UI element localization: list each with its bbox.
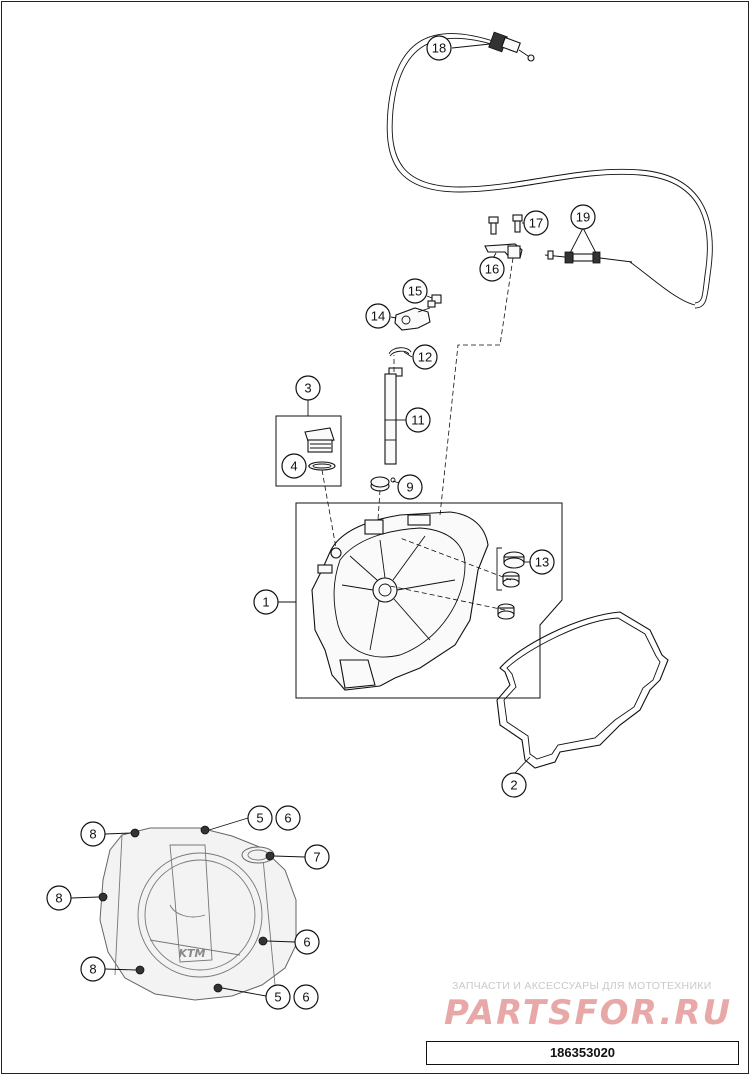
assembly-guide-lines	[321, 257, 514, 611]
part-1-group-box	[295, 502, 563, 699]
cover-view-leaders	[70, 817, 306, 997]
callout-8-middle[interactable]: 8	[46, 885, 72, 911]
svg-text:8: 8	[89, 827, 96, 842]
callout-13[interactable]: 13	[529, 549, 555, 575]
svg-text:1: 1	[262, 595, 269, 610]
part-4-o-ring[interactable]	[308, 461, 336, 471]
svg-text:14: 14	[371, 309, 385, 324]
diagram-number-box: 186353020	[426, 1041, 739, 1065]
part-3-4-group-box	[275, 415, 342, 487]
callout-16[interactable]: 16	[479, 256, 505, 282]
callout-15[interactable]: 15	[402, 278, 428, 304]
callout-6-bottom[interactable]: 6	[293, 984, 319, 1010]
callout-3[interactable]: 3	[295, 375, 321, 401]
part-19-cable-adjuster[interactable]	[544, 250, 633, 264]
svg-text:19: 19	[576, 210, 590, 225]
cover-logo-text: KTM	[179, 947, 206, 960]
svg-text:8: 8	[55, 891, 62, 906]
assembled-cover-view[interactable]: KTM	[98, 825, 297, 1001]
part-14-clutch-lever[interactable]	[394, 307, 431, 331]
part-9-bearing[interactable]	[370, 476, 396, 492]
svg-text:11: 11	[411, 413, 425, 428]
svg-text:5: 5	[274, 990, 281, 1005]
part-18-clutch-cable[interactable]	[386, 31, 713, 309]
watermark-tagline: ЗАПЧАСТИ И АКСЕССУАРЫ ДЛЯ МОТОТЕХНИКИ	[452, 980, 712, 992]
callout-7[interactable]: 7	[304, 844, 330, 870]
callout-11[interactable]: 11	[405, 407, 431, 433]
callout-5-bottom[interactable]: 5	[265, 984, 291, 1010]
callout-6-top[interactable]: 6	[275, 805, 301, 831]
callout-9[interactable]: 9	[397, 474, 423, 500]
callout-5-top[interactable]: 5	[247, 805, 273, 831]
svg-text:3: 3	[304, 381, 311, 396]
callout-18[interactable]: 18	[426, 35, 452, 61]
svg-text:7: 7	[313, 850, 320, 865]
callout-leaders	[278, 43, 597, 774]
part-16-cable-guide[interactable]	[484, 243, 523, 259]
svg-text:16: 16	[485, 262, 499, 277]
callout-14[interactable]: 14	[365, 303, 391, 329]
part-3-screw-plug[interactable]	[304, 427, 335, 453]
svg-text:5: 5	[256, 811, 263, 826]
part-1-clutch-cover[interactable]	[311, 511, 489, 691]
svg-text:13: 13	[535, 555, 549, 570]
callout-19[interactable]: 19	[570, 204, 596, 230]
svg-text:15: 15	[408, 284, 422, 299]
part-2-gasket[interactable]	[496, 611, 669, 769]
callout-12[interactable]: 12	[412, 344, 438, 370]
svg-text:6: 6	[303, 935, 310, 950]
part-17-screws[interactable]	[488, 214, 523, 235]
svg-text:4: 4	[290, 459, 297, 474]
svg-text:6: 6	[284, 811, 291, 826]
svg-text:2: 2	[510, 778, 517, 793]
part-15-screw[interactable]	[427, 294, 442, 308]
callout-2[interactable]: 2	[501, 772, 527, 798]
callout-8-top[interactable]: 8	[80, 821, 106, 847]
svg-text:17: 17	[529, 216, 543, 231]
svg-text:18: 18	[432, 41, 446, 56]
callout-4[interactable]: 4	[281, 453, 307, 479]
svg-text:12: 12	[418, 350, 432, 365]
callout-17[interactable]: 17	[523, 210, 549, 236]
svg-text:8: 8	[89, 962, 96, 977]
callout-8-bottom[interactable]: 8	[80, 956, 106, 982]
svg-text:6: 6	[302, 990, 309, 1005]
svg-text:9: 9	[406, 480, 413, 495]
part-12-circlip[interactable]	[388, 347, 412, 357]
watermark-brand-logo: PARTSFOR.RU	[444, 993, 733, 1033]
part-11-shaft[interactable]	[384, 367, 403, 465]
part-13-shaft-seals[interactable]	[496, 547, 525, 620]
callout-6-middle[interactable]: 6	[294, 929, 320, 955]
callout-1[interactable]: 1	[253, 589, 279, 615]
